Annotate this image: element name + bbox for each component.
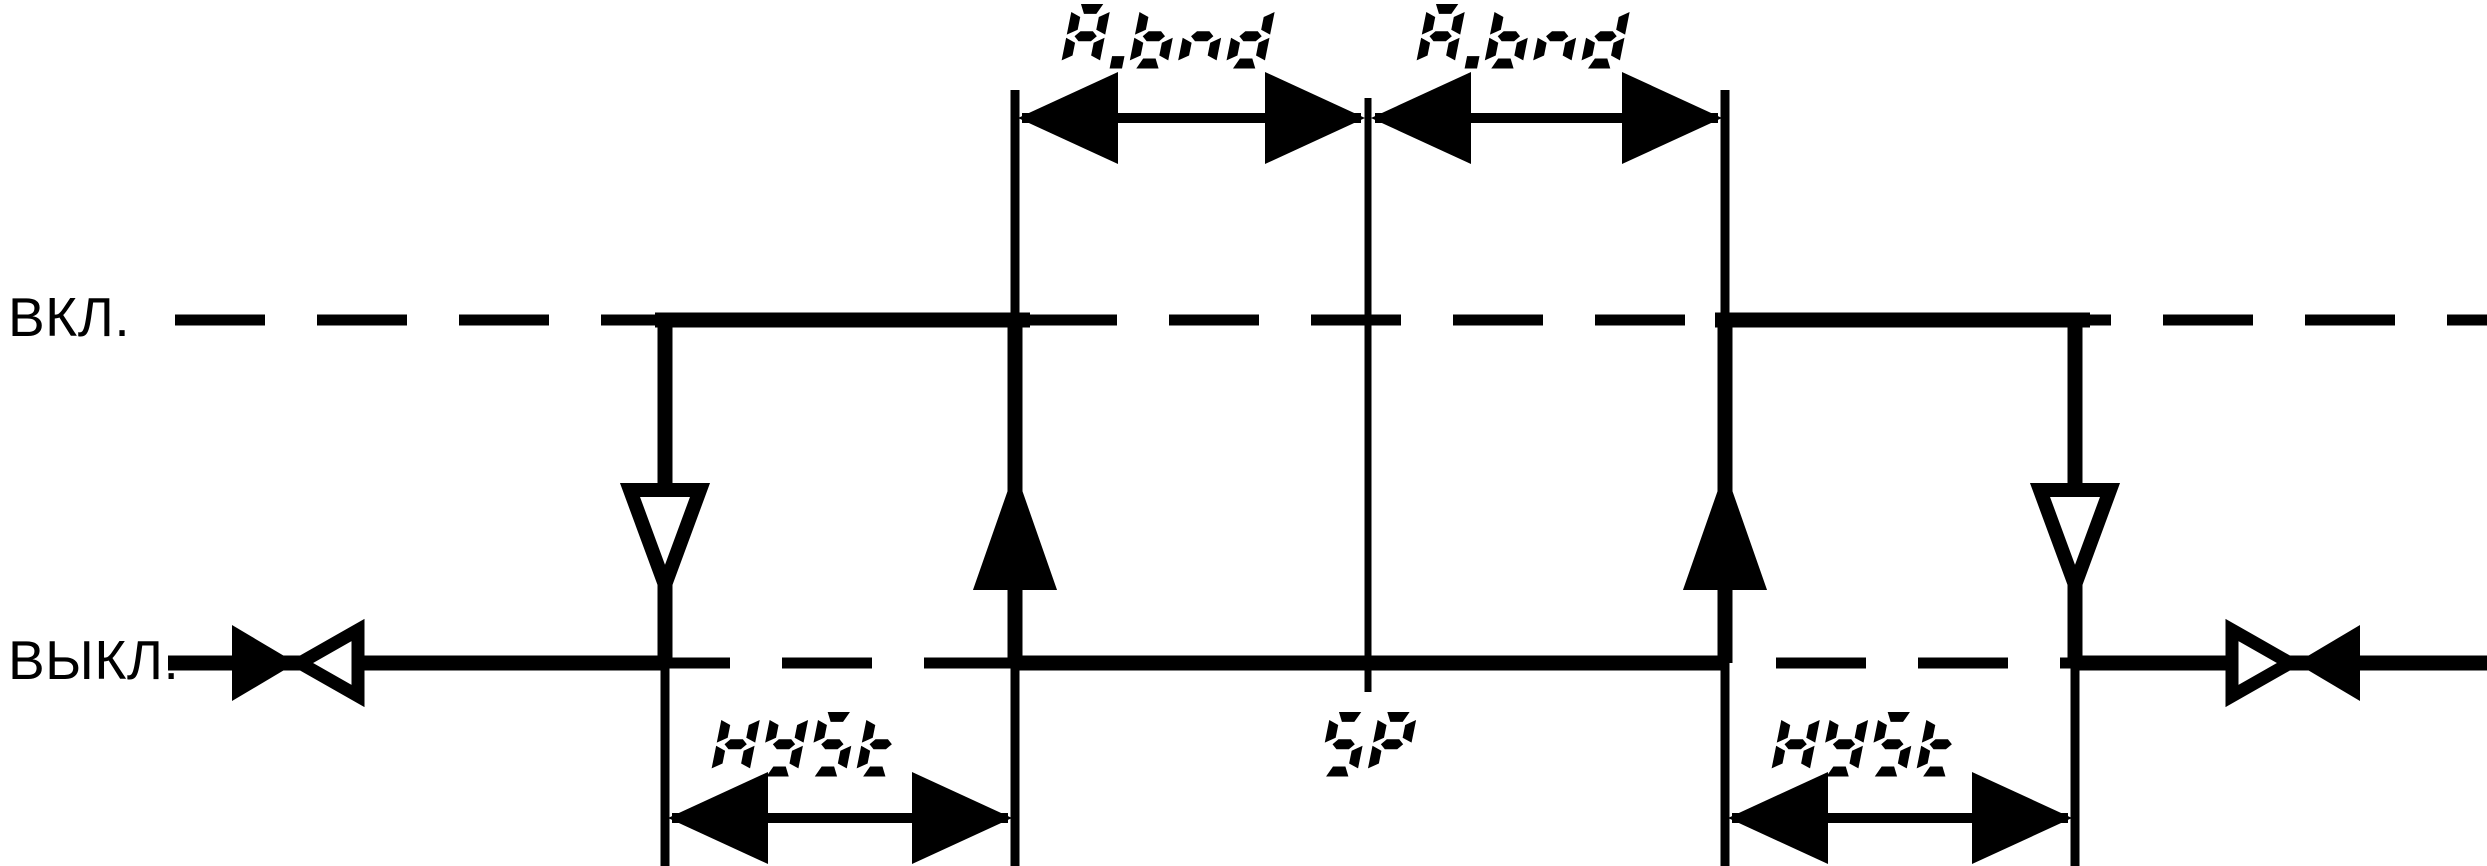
setpoint-label [1318, 712, 1433, 777]
hyst-right-label [1770, 712, 1981, 777]
far-right-flow-arrows [2225, 618, 2360, 708]
extension-lines [660, 90, 2080, 866]
right-falling-marker-icon [2029, 483, 2121, 606]
a-bnd-right-label [1415, 4, 1646, 69]
a-bnd-left-label [1060, 4, 1291, 69]
right-rising-marker-icon [1682, 469, 1768, 590]
hyst-left-label [710, 712, 921, 777]
on-level-label: ВКЛ. [8, 286, 131, 348]
off-level-label: ВЫКЛ. [8, 629, 180, 691]
far-left-flow-arrows [232, 618, 365, 708]
left-falling-marker-icon [619, 483, 711, 606]
left-rising-marker-icon [972, 469, 1058, 590]
relay-state-waveform [168, 312, 2320, 671]
